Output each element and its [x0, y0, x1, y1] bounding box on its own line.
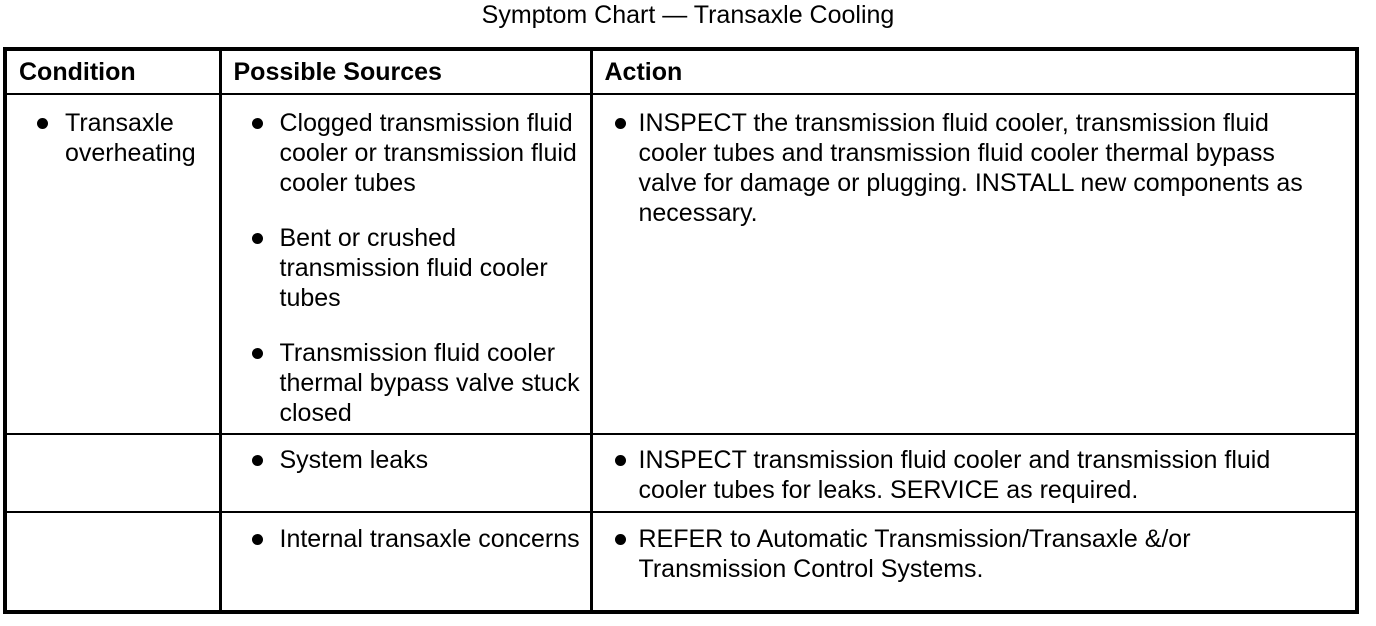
- action-text: INSPECT the transmission fluid cooler, t…: [638, 109, 1303, 227]
- condition-cell: [3, 511, 222, 613]
- column-header-condition: Condition: [3, 48, 222, 95]
- action-cell: INSPECT transmission fluid cooler and tr…: [589, 433, 1359, 513]
- page-title: Symptom Chart — Transaxle Cooling: [481, 1, 895, 29]
- source-text: System leaks: [279, 446, 429, 474]
- action-cell: REFER to Automatic Transmission/Transaxl…: [589, 511, 1359, 613]
- symptom-chart-table: Condition Possible Sources Action Transa…: [3, 47, 1359, 614]
- action-text: REFER to Automatic Transmission/Transaxl…: [638, 525, 1191, 583]
- source-text: Bent or crushed transmission fluid coole…: [279, 224, 548, 312]
- possible-sources-cell: Internal transaxle concerns: [218, 511, 593, 613]
- condition-text: Transaxle overheating: [65, 109, 196, 167]
- column-header-possible-sources: Possible Sources: [218, 48, 593, 95]
- table-header-row: Condition Possible Sources Action: [3, 48, 1359, 95]
- possible-sources-cell: Clogged transmission fluid cooler or tra…: [218, 93, 593, 435]
- list-item: Transmission fluid cooler thermal bypass…: [222, 338, 590, 428]
- bullet-icon: [614, 118, 626, 129]
- bullet-icon: [251, 455, 263, 466]
- bullet-icon: [251, 534, 263, 545]
- source-text: Transmission fluid cooler thermal bypass…: [279, 339, 580, 427]
- bullet-icon: [614, 534, 626, 545]
- list-item: Internal transaxle concerns: [222, 524, 590, 554]
- condition-cell: [3, 433, 222, 513]
- list-item: REFER to Automatic Transmission/Transaxl…: [593, 524, 1356, 584]
- column-header-action: Action: [589, 48, 1359, 95]
- bullet-icon: [37, 118, 48, 129]
- possible-sources-cell: System leaks: [218, 433, 593, 513]
- list-item: System leaks: [222, 445, 590, 475]
- list-item: Transaxle overheating: [7, 108, 219, 168]
- table-row: Transaxle overheating Clogged transmissi…: [3, 93, 1359, 435]
- list-item: Bent or crushed transmission fluid coole…: [222, 223, 590, 313]
- bullet-icon: [251, 348, 263, 359]
- list-item: INSPECT the transmission fluid cooler, t…: [593, 108, 1356, 228]
- bullet-icon: [251, 118, 263, 129]
- bullet-icon: [251, 233, 263, 244]
- table-row: System leaks INSPECT transmission fluid …: [3, 433, 1359, 513]
- source-text: Clogged transmission fluid cooler or tra…: [279, 109, 577, 197]
- list-item: Clogged transmission fluid cooler or tra…: [222, 108, 590, 198]
- action-cell: INSPECT the transmission fluid cooler, t…: [589, 93, 1359, 435]
- source-text: Internal transaxle concerns: [279, 525, 580, 553]
- action-text: INSPECT transmission fluid cooler and tr…: [638, 446, 1271, 504]
- table-row: Internal transaxle concerns REFER to Aut…: [3, 511, 1359, 613]
- list-item: INSPECT transmission fluid cooler and tr…: [593, 445, 1356, 505]
- bullet-icon: [614, 455, 626, 466]
- condition-cell: Transaxle overheating: [3, 93, 222, 435]
